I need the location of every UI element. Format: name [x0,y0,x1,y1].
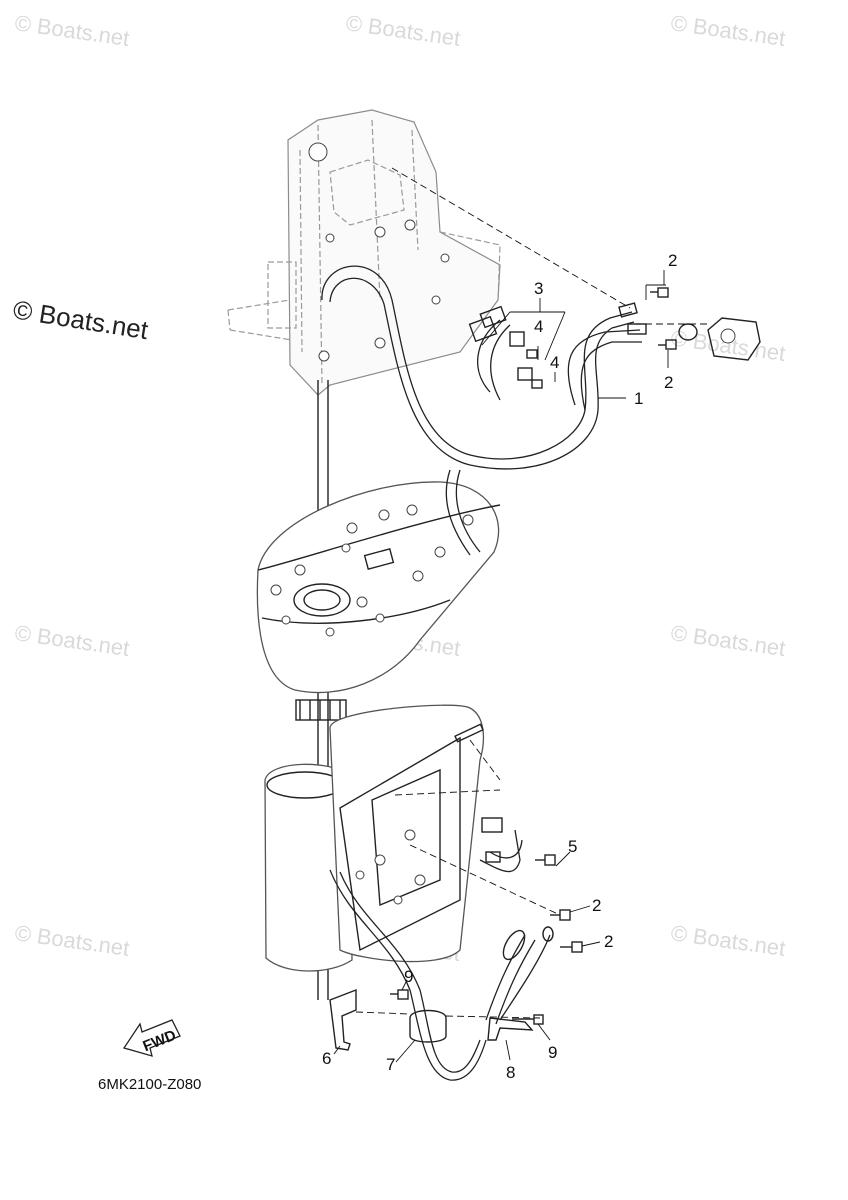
callout-label: 2 [664,373,673,392]
callout-label: 2 [604,932,613,951]
bolt-hardware-upper [650,287,761,361]
watermark: © Boats.net [13,920,131,961]
upper-casing [264,704,485,972]
watermark-prominent: © Boats.net [11,294,151,345]
callout-label: 4 [534,317,543,336]
callout-label: 5 [568,837,577,856]
watermark: © Boats.net [669,620,787,661]
lower-harness [329,817,554,1081]
engine-block-ghost [227,109,501,396]
callout-label: 6 [322,1049,331,1068]
callout-label: 3 [534,279,543,298]
watermark: © Boats.net [669,10,787,51]
diagram-code: 6MK2100-Z080 [98,1076,201,1093]
fwd-arrow-icon: FWD [122,1019,181,1057]
callout-label: 4 [550,353,559,372]
watermark: © Boats.net [344,10,462,51]
watermark: © Boats.net [13,620,131,661]
connector-set [468,305,543,389]
callout-label: 7 [386,1055,395,1074]
callout-label: 9 [404,967,413,986]
callout-label: 2 [592,896,601,915]
exhaust-guide-housing [256,469,501,721]
callout-label: 9 [548,1043,557,1062]
callout-label: 1 [634,389,643,408]
watermark: © Boats.net [669,920,787,961]
lower-callouts: 5 2 2 9 6 7 9 8 [322,739,613,1082]
callout-label: 8 [506,1063,515,1082]
watermark: © Boats.net [13,10,131,51]
upper-callouts: 1 2 2 3 4 4 [391,167,710,408]
callout-label: 2 [668,251,677,270]
